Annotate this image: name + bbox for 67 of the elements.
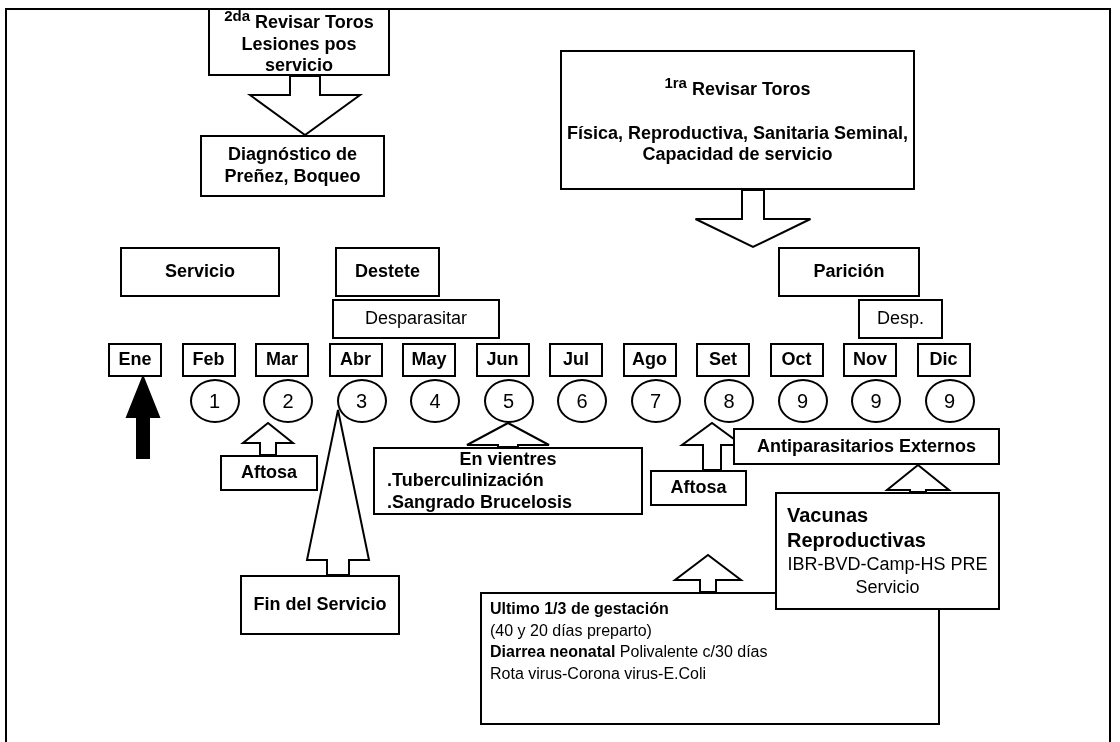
circle-number: 1 (208, 389, 221, 413)
event-box (560, 50, 915, 190)
block-arrow (672, 553, 744, 593)
box-text: Destete (355, 261, 420, 283)
box-text: Física, Reproductiva, Sanitaria Seminal, Capacidad de servicio (565, 122, 910, 166)
circle-number: 9 (870, 389, 882, 413)
note-box (480, 592, 940, 725)
circle-number: 2 (282, 389, 294, 413)
event-box (332, 299, 500, 339)
box-text: Antiparasitarios Externos (756, 435, 977, 458)
number-circle (630, 379, 681, 423)
block-arrow (240, 421, 296, 456)
note-text: Diarrea neonatal Polivalente c/30 días (490, 642, 768, 663)
box-text: Servicio (164, 261, 235, 283)
number-circle (851, 379, 901, 423)
box-text: $^{1ra}$ Revisar Toros (664, 74, 811, 101)
box-text: En vientres (459, 448, 557, 471)
box-text: Vacunas Reproductivas (786, 502, 927, 553)
circle-number: 3 (355, 389, 368, 413)
event-box (650, 470, 747, 506)
circle-number: 6 (576, 389, 588, 413)
box-text: Aftosa (670, 477, 727, 499)
circle-number: 9 (796, 389, 809, 413)
circle-number: 9 (943, 389, 956, 413)
number-circle (483, 379, 534, 423)
event-box (775, 492, 1000, 610)
box-text: .Sangrado Brucelosis (386, 491, 573, 514)
box-text: IBR-BVD-Camp-HS PRE Servicio (786, 552, 989, 599)
number-circle (924, 379, 975, 423)
circle-number: 4 (429, 389, 441, 413)
event-box (733, 428, 1000, 465)
circle-number: 5 (502, 389, 515, 413)
circle-number: 7 (649, 389, 662, 413)
note-text: Ultimo 1/3 de gestación (490, 599, 669, 619)
box-text: Desp. (877, 308, 924, 330)
number-circle (777, 379, 828, 423)
number-circle (557, 379, 607, 423)
number-circle (189, 379, 240, 423)
arrow (125, 374, 161, 459)
box-text: Aftosa (241, 462, 297, 484)
box-text: Parición (813, 261, 885, 283)
event-box (335, 247, 440, 297)
event-box (208, 8, 390, 76)
event-box (120, 247, 280, 297)
note-text: Rota virus-Corona virus-E.Coli (490, 663, 707, 684)
circle-number: 8 (723, 389, 735, 413)
box-text: Diagnóstico de Preñez, Boqueo (223, 144, 362, 188)
event-box (778, 247, 920, 297)
event-box (200, 135, 385, 197)
event-box (220, 455, 318, 491)
box-text: Desparasitar (364, 308, 467, 330)
block-arrow (884, 463, 952, 493)
box-text: Fin del Servicio (253, 594, 387, 616)
block-arrow (694, 189, 812, 249)
number-circle (263, 379, 313, 423)
number-circle (410, 379, 460, 423)
event-box (373, 447, 643, 515)
block-arrow (246, 75, 364, 137)
event-box (858, 299, 943, 339)
box-text: .Tuberculinización (386, 470, 544, 492)
note-text: (40 y 20 días preparto) (490, 620, 652, 641)
number-circle (704, 379, 754, 423)
box-text: $^{2da}$ Revisar Toros Lesiones pos servicio (223, 7, 375, 77)
event-box (240, 575, 400, 635)
block-arrow (466, 421, 550, 448)
block-arrow (305, 409, 371, 576)
number-circle (336, 379, 387, 423)
